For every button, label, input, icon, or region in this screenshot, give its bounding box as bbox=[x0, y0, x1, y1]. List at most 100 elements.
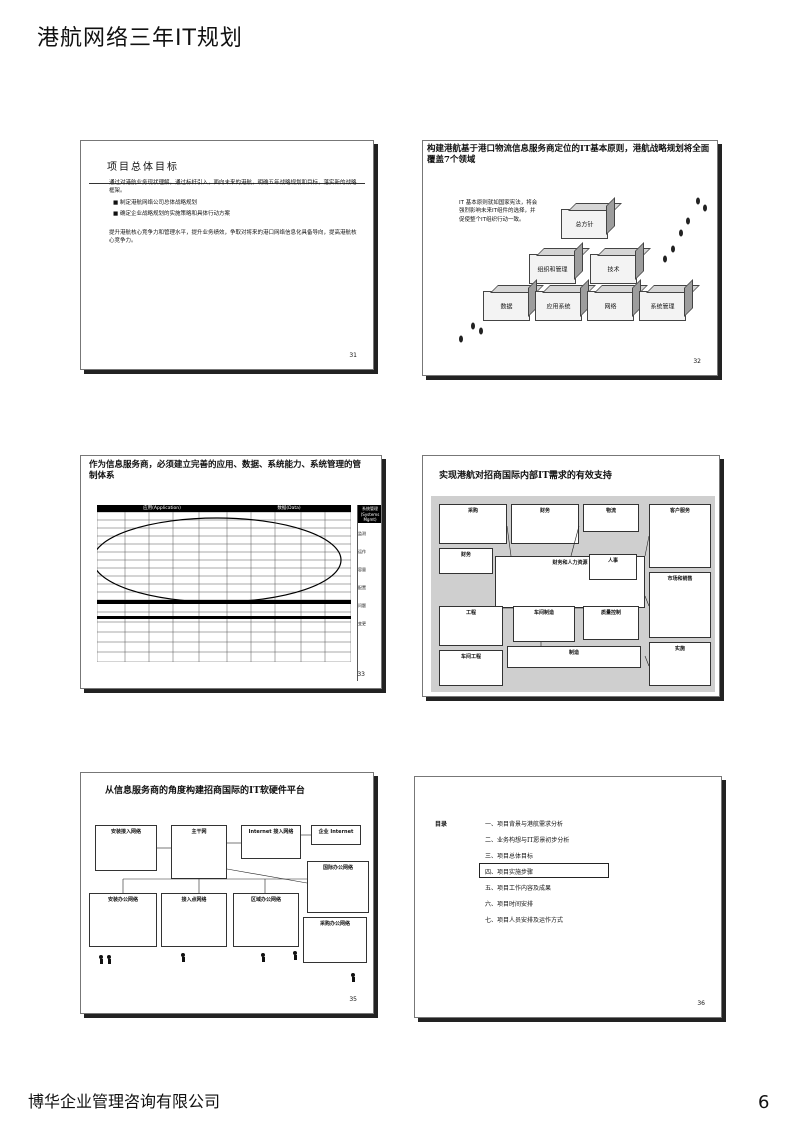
box-title: 工程 bbox=[465, 610, 476, 616]
box-logistics: 物流 bbox=[583, 504, 639, 532]
box-title: 车间工程 bbox=[460, 654, 481, 660]
box-engineering: 工程 bbox=[439, 606, 503, 646]
box-title: 主干网 bbox=[191, 829, 207, 835]
box-title: 企业 Internet bbox=[318, 829, 354, 835]
net-access-point: 接入点网络 bbox=[161, 893, 227, 947]
box-title: Internet 接入网络 bbox=[248, 829, 294, 835]
footer-company-name: 博华企业管理咨询有限公司 bbox=[28, 1092, 221, 1111]
slide-32-note: IT 基本原则就如国家宪法，将会强烈影响未来IT组件的选择，并促使整个IT组织行… bbox=[459, 200, 538, 223]
person-icon bbox=[107, 955, 111, 964]
net-international-office: 国际办公网络 bbox=[307, 861, 369, 913]
agenda-item-2: 二、业务构想与IT愿景初步分析 bbox=[485, 837, 570, 844]
slide-31-bullet-2: ■ 确定企业战略规划的实施策略和具体行动方案 bbox=[113, 211, 230, 217]
box-manufacturing: 制造 bbox=[507, 646, 641, 668]
box-title: 接入点网络 bbox=[181, 897, 207, 903]
box-procurement: 采购 bbox=[439, 504, 507, 544]
cube-technology: 技术 bbox=[590, 254, 637, 284]
agenda-item-5: 五、项目工作内容及成果 bbox=[485, 885, 552, 892]
side-item: 配置 bbox=[358, 585, 366, 590]
slide-35-title: 从信息服务商的角度构建招商国际的IT软硬件平台 bbox=[105, 786, 305, 796]
slide-31-title-bar: 项目总体目标 bbox=[89, 149, 365, 184]
box-title: 财务和人力资源 bbox=[552, 560, 588, 566]
side-item: 问题 bbox=[358, 603, 366, 608]
slide-number: 36 bbox=[697, 1000, 705, 1007]
box-title: 人事 bbox=[607, 558, 618, 564]
person-icon bbox=[261, 953, 265, 962]
cube-label: 技术 bbox=[607, 266, 620, 274]
footer-page-number: 6 bbox=[758, 1092, 770, 1113]
cube-network: 网络 bbox=[587, 291, 634, 321]
agenda-item-1: 一、项目背景与港航需求分析 bbox=[485, 821, 564, 828]
box-title: 财务 bbox=[539, 508, 550, 514]
slide-31: 项目总体目标 通过对港航业务现状理解，通过标杆引入，面向未来的港航，明确五年战略… bbox=[80, 140, 374, 370]
side-item: 容量 bbox=[358, 567, 366, 572]
cube-data: 数据 bbox=[483, 291, 530, 321]
footprints-decoration bbox=[459, 197, 707, 343]
slide-35-links bbox=[122, 834, 311, 893]
cube-label: 总方针 bbox=[575, 221, 594, 229]
person-icon bbox=[293, 951, 297, 960]
box-title: 车间制造 bbox=[533, 610, 554, 616]
slide-32: 构建港航基于港口物流信息服务商定位的IT基本原则，港航战略规划将全面覆盖7个领域… bbox=[422, 140, 718, 376]
box-workshop: 车间制造 bbox=[513, 606, 575, 642]
net-backbone: 主干网 bbox=[171, 825, 227, 879]
box-finance: 财务 bbox=[511, 504, 579, 544]
side-item: 运作 bbox=[358, 549, 366, 554]
box-title: 采购 bbox=[467, 508, 478, 514]
box-title: 质量控制 bbox=[600, 610, 621, 616]
side-panel-header: 系统管理 (Systems Mgmt) bbox=[358, 505, 381, 523]
slide-33-data-header: 数据(Data) bbox=[227, 505, 351, 512]
slide-33: 作为信息服务商，必须建立完善的应用、数据、系统能力、系统管理的管制体系 应用(A… bbox=[80, 455, 382, 689]
slide-31-intro: 通过对港航业务现状理解，通过标杆引入，面向未来的港航，明确五年战略规划和目标，落… bbox=[109, 180, 357, 195]
box-plant-engineering: 车间工程 bbox=[439, 650, 503, 686]
box-title: 市场和销售 bbox=[667, 576, 693, 582]
person-icon bbox=[99, 955, 103, 964]
person-icon bbox=[181, 953, 185, 962]
slide-34-connectors bbox=[503, 525, 650, 667]
bullet-text: 确定企业战略规划的实施策略和具体行动方案 bbox=[119, 211, 230, 217]
cube-label: 应用系统 bbox=[546, 303, 571, 311]
slide-35: 从信息服务商的角度构建招商国际的IT软硬件平台 安装接入网络 主干网 Inter… bbox=[80, 772, 374, 1014]
box-personnel: 人事 bbox=[589, 554, 637, 580]
cube-label: 组织和管理 bbox=[537, 266, 568, 274]
box-title: 采购办公网络 bbox=[319, 921, 350, 927]
box-quality: 质量控制 bbox=[583, 606, 639, 640]
slide-number: 33 bbox=[357, 671, 365, 678]
person-icon bbox=[351, 973, 355, 982]
slide-33-side-panel: 系统管理 (Systems Mgmt) 监测 运作 容量 配置 问题 变更 bbox=[357, 505, 381, 681]
box-customer-service: 客户服务 bbox=[649, 504, 711, 568]
side-item: 变更 bbox=[358, 621, 366, 626]
box-title: 财务 bbox=[460, 552, 471, 558]
slide-number: 35 bbox=[349, 996, 357, 1003]
box-title: 实施 bbox=[674, 646, 685, 652]
slide-33-app-header: 应用(Application) bbox=[97, 505, 227, 512]
slide-number: 32 bbox=[693, 358, 701, 365]
net-internet-access: Internet 接入网络 bbox=[241, 825, 301, 859]
slide-33-grid bbox=[97, 512, 351, 662]
box-marketing-sales: 市场和销售 bbox=[649, 572, 711, 638]
net-install-office: 安装办公网络 bbox=[89, 893, 157, 947]
agenda-label: 目录 bbox=[435, 821, 448, 828]
slide-34: 实现港航对招商国际内部IT需求的有效支持 采购 财务 物流 财务 财务和人力资源… bbox=[422, 455, 720, 697]
agenda-item-6: 六、项目时间安排 bbox=[485, 901, 534, 908]
box-implementation: 实施 bbox=[649, 642, 711, 686]
cube-label: 系统管理 bbox=[650, 303, 675, 311]
page-header-title: 港航网络三年IT规划 bbox=[37, 26, 243, 51]
agenda-item-7: 七、项目人员安排及运作方式 bbox=[485, 917, 564, 924]
cube-application: 应用系统 bbox=[535, 291, 582, 321]
bullet-text: 制定港航网络公司总体战略规划 bbox=[119, 200, 197, 206]
box-title: 国际办公网络 bbox=[322, 865, 353, 871]
cube-label: 数据 bbox=[500, 303, 513, 311]
box-title: 物流 bbox=[605, 508, 616, 514]
slide-32-title: 构建港航基于港口物流信息服务商定位的IT基本原则，港航战略规划将全面覆盖7个领域 bbox=[427, 144, 710, 166]
box-title: 区域办公网络 bbox=[250, 897, 281, 903]
net-enterprise-internet: 企业 Internet bbox=[311, 825, 361, 845]
box-title: 安装接入网络 bbox=[110, 829, 141, 835]
cube-label: 网络 bbox=[604, 303, 617, 311]
net-regional-office: 区域办公网络 bbox=[233, 893, 299, 947]
cube-systems-mgmt: 系统管理 bbox=[639, 291, 686, 321]
cube-principle: 总方针 bbox=[561, 209, 608, 239]
slide-34-title: 实现港航对招商国际内部IT需求的有效支持 bbox=[439, 471, 612, 481]
cube-organization: 组织和管理 bbox=[529, 254, 576, 284]
box-title: 安装办公网络 bbox=[107, 897, 138, 903]
